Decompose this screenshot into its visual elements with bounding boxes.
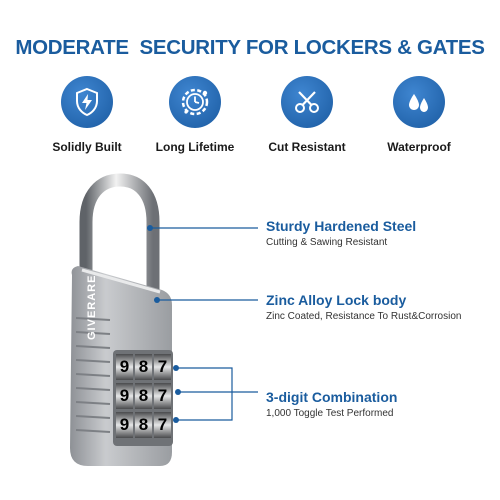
feature-label: Cut Resistant	[268, 140, 346, 154]
dial-digit: 8	[135, 383, 152, 409]
dial-digit: 9	[116, 354, 133, 380]
callout-subtitle: 1,000 Toggle Test Performed	[266, 408, 394, 419]
callout-body: Zinc Alloy Lock body Zinc Coated, Resist…	[266, 292, 461, 322]
feature-label: Waterproof	[387, 140, 451, 154]
feature-solidly-built: Solidly Built	[32, 76, 142, 154]
dial-digit: 9	[116, 412, 133, 438]
dial-row[interactable]: 9 8 7	[116, 412, 174, 438]
callout-title: 3-digit Combination	[266, 389, 398, 405]
dial-digit: 8	[135, 354, 152, 380]
brand-logo: GIVERARE	[86, 274, 98, 340]
callout-title: Sturdy Hardened Steel	[266, 218, 417, 234]
feature-cut-resistant: Cut Resistant	[252, 76, 362, 154]
callout-subtitle: Cutting & Sawing Resistant	[266, 237, 388, 248]
dial-row[interactable]: 9 8 7	[116, 354, 174, 380]
dial-digit: 7	[154, 354, 171, 380]
headline: MODERATE SECURITY FOR LOCKERS & GATES	[15, 36, 485, 59]
scissors-icon	[281, 76, 333, 128]
callout-combination: 3-digit Combination 1,000 Toggle Test Pe…	[266, 389, 397, 419]
feature-long-lifetime: Long Lifetime	[140, 76, 250, 154]
dial-digit: 8	[135, 412, 152, 438]
water-drops-icon	[393, 76, 445, 128]
dial-digit: 7	[154, 383, 171, 409]
gear-clock-icon	[169, 76, 221, 128]
feature-waterproof: Waterproof	[364, 76, 474, 154]
dial-digit: 7	[154, 412, 171, 438]
callout-steel: Sturdy Hardened Steel Cutting & Sawing R…	[266, 218, 416, 248]
dial-row[interactable]: 9 8 7	[116, 383, 174, 409]
shield-bolt-icon	[61, 76, 113, 128]
dial-digit: 9	[116, 383, 133, 409]
callout-title: Zinc Alloy Lock body	[266, 292, 407, 308]
feature-label: Long Lifetime	[155, 140, 235, 154]
combination-dials: 9 8 7 9 8 7 9 8 7	[116, 354, 174, 438]
callout-subtitle: Zinc Coated, Resistance To Rust&Corrosio…	[266, 311, 462, 322]
feature-label: Solidly Built	[52, 140, 122, 154]
